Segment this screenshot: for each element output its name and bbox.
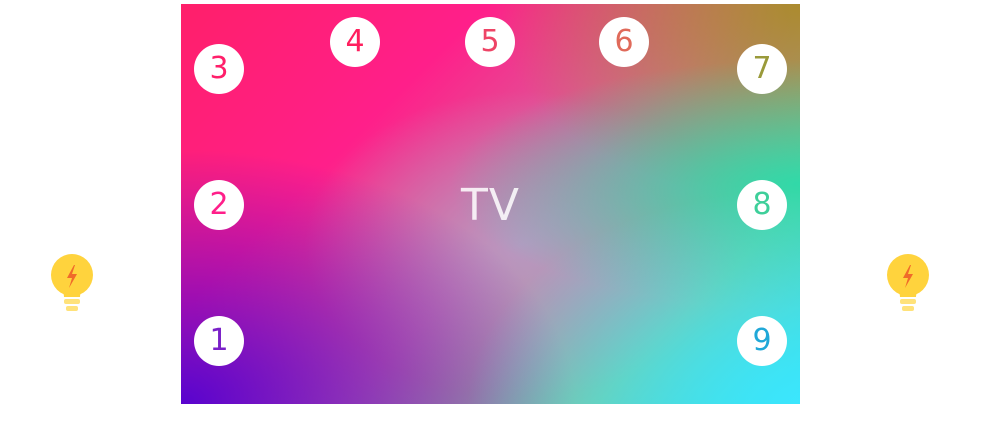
channel-button-6[interactable]: 6 <box>599 17 649 67</box>
channel-button-2[interactable]: 2 <box>194 180 244 230</box>
tv-label: TV <box>461 180 520 231</box>
channel-button-9[interactable]: 9 <box>737 316 787 366</box>
channel-button-5[interactable]: 5 <box>465 17 515 67</box>
light-bulb-icon[interactable] <box>886 253 930 313</box>
channel-button-7[interactable]: 7 <box>737 44 787 94</box>
light-bulb-icon[interactable] <box>50 253 94 313</box>
channel-button-8[interactable]: 8 <box>737 180 787 230</box>
channel-button-3[interactable]: 3 <box>194 44 244 94</box>
channel-button-4[interactable]: 4 <box>330 17 380 67</box>
channel-button-1[interactable]: 1 <box>194 316 244 366</box>
tv-screen: TV <box>181 4 800 404</box>
